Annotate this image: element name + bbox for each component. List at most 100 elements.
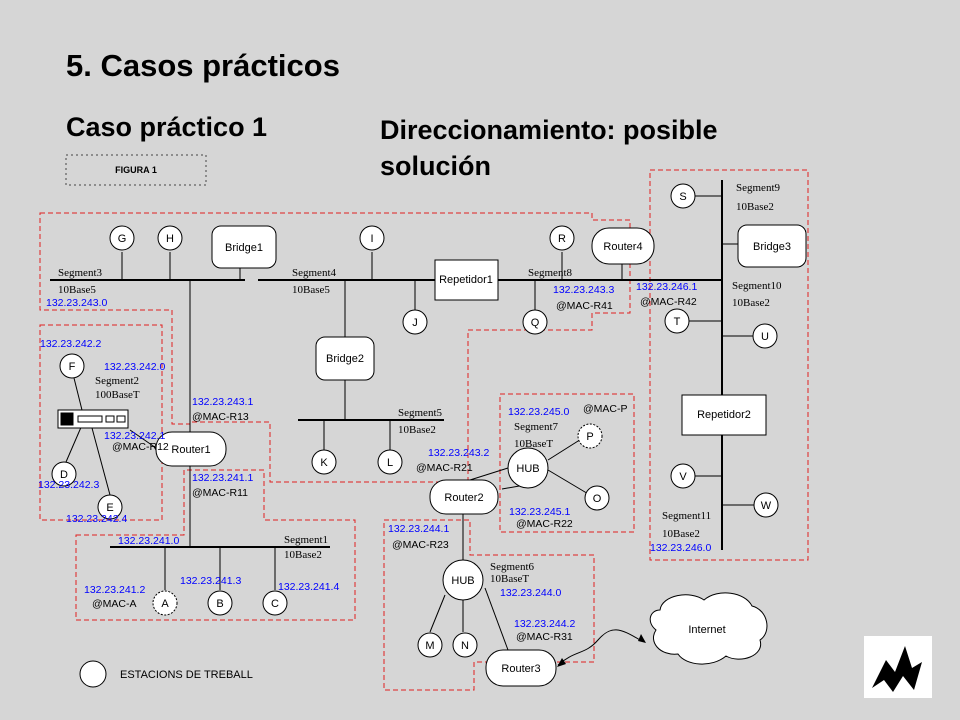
- node-a: A: [152, 590, 178, 616]
- svg-text:Q: Q: [531, 317, 540, 329]
- legend-text: ESTACIONS DE TREBALL: [120, 669, 253, 681]
- mac-r22: @MAC-R22: [516, 518, 573, 530]
- mac-r21: @MAC-R21: [416, 462, 473, 474]
- segment2-switch: [57, 409, 129, 429]
- internet-label: Internet: [688, 624, 725, 636]
- bridge1-label: Bridge1: [225, 242, 263, 254]
- mac-a: @MAC-A: [92, 598, 137, 610]
- segment2-type: 100BaseT: [95, 389, 140, 401]
- node-e: E: [97, 494, 123, 520]
- ip-router1-242-1: 132.23.242.1: [104, 430, 165, 442]
- node-g: G: [109, 225, 135, 251]
- hub-segment6: HUB: [442, 559, 484, 601]
- node-p: P: [577, 423, 603, 449]
- ip-router1-243-1: 132.23.243.1: [192, 396, 253, 408]
- segment10-type: 10Base2: [732, 297, 770, 309]
- figure-label: FIGURA 1: [115, 165, 157, 175]
- router3-label: Router3: [501, 663, 540, 675]
- segment9-label: Segment9: [736, 182, 780, 194]
- segment9-type: 10Base2: [736, 201, 774, 213]
- router4-label: Router4: [603, 241, 642, 253]
- case-title: Caso práctico 1: [66, 112, 268, 142]
- svg-text:F: F: [69, 361, 76, 373]
- node-m: M: [417, 632, 443, 658]
- svg-text:H: H: [166, 233, 174, 245]
- svg-text:C: C: [271, 598, 279, 610]
- bridge3-label: Bridge3: [753, 241, 791, 253]
- zone-241: [75, 469, 356, 621]
- node-b: B: [207, 590, 233, 616]
- node-l: L: [377, 449, 403, 475]
- zone-246: [649, 169, 809, 561]
- ip-242-3: 132.23.242.3: [38, 479, 99, 491]
- segment6-type: 10BaseT: [490, 573, 529, 585]
- mac-r31: @MAC-R31: [516, 631, 573, 643]
- svg-text:W: W: [761, 500, 772, 512]
- ip-241-3: 132.23.241.3: [180, 575, 241, 587]
- segment-labels: Segment3 10Base5 Segment4 10Base5 Segmen…: [58, 182, 782, 585]
- segment10-label: Segment10: [732, 280, 782, 292]
- mac-addresses: @MAC-R13 @MAC-R12 @MAC-R11 @MAC-A @MAC-R…: [92, 296, 697, 643]
- ip-241-2: 132.23.241.2: [84, 584, 145, 596]
- segment11-label: Segment11: [662, 510, 711, 522]
- router2-label: Router2: [444, 492, 483, 504]
- segment5-type: 10Base2: [398, 424, 436, 436]
- repetidor2-label: Repetidor2: [697, 409, 751, 421]
- ip-net-243-0: 132.23.243.0: [46, 297, 107, 309]
- hub-segment6-label: HUB: [451, 575, 474, 587]
- svg-text:L: L: [387, 457, 393, 469]
- repetidor1: Repetidor1: [434, 259, 499, 301]
- hub-segment7: HUB: [507, 447, 549, 489]
- svg-text:I: I: [370, 233, 373, 245]
- segment8-label: Segment8: [528, 267, 572, 279]
- node-r: R: [549, 225, 575, 251]
- slide-title: 5. Casos prácticos: [66, 48, 340, 83]
- mac-r11: @MAC-R11: [192, 487, 248, 499]
- ip-router3-244-2: 132.23.244.2: [514, 618, 575, 630]
- segment5-label: Segment5: [398, 407, 442, 419]
- svg-text:V: V: [679, 471, 687, 483]
- repetidor2: Repetidor2: [681, 394, 767, 436]
- svg-text:M: M: [425, 640, 434, 652]
- mac-r41: @MAC-R41: [556, 300, 613, 312]
- mac-r13: @MAC-R13: [192, 411, 249, 423]
- zone-244: [383, 519, 595, 691]
- node-j: J: [402, 309, 428, 335]
- segment7-type: 10BaseT: [514, 438, 553, 450]
- segment3-type: 10Base5: [58, 284, 96, 296]
- ip-router2-244-1: 132.23.244.1: [388, 523, 449, 535]
- ip-net-246-0: 132.23.246.0: [650, 542, 711, 554]
- node-f: F: [59, 353, 85, 379]
- router2: Router2: [429, 479, 499, 515]
- ip-242-2: 132.23.242.2: [40, 338, 101, 350]
- svg-text:R: R: [558, 233, 566, 245]
- node-q: Q: [522, 309, 548, 335]
- segment3-label: Segment3: [58, 267, 102, 279]
- bridge3: Bridge3: [737, 224, 807, 268]
- router1: Router1: [155, 431, 227, 467]
- mac-r23: @MAC-R23: [392, 539, 449, 551]
- addressing-title-line2: solución: [380, 151, 492, 181]
- legend: ESTACIONS DE TREBALL: [79, 660, 253, 688]
- segment4-label: Segment4: [292, 267, 336, 279]
- node-u: U: [752, 323, 778, 349]
- logo: [864, 636, 932, 698]
- addressing-title: Direccionamiento: posible solución: [380, 112, 718, 184]
- segment6-label: Segment6: [490, 561, 534, 573]
- node-w: W: [753, 492, 779, 518]
- mac-r42: @MAC-R42: [640, 296, 697, 308]
- ip-net-245-0: 132.23.245.0: [508, 406, 569, 418]
- svg-text:D: D: [60, 469, 68, 481]
- addressing-title-line1: Direccionamiento: posible: [380, 115, 718, 145]
- internet-link-arrow-right: [638, 634, 646, 643]
- node-k: K: [311, 449, 337, 475]
- svg-text:O: O: [593, 493, 602, 505]
- ip-addresses: 132.23.243.0 132.23.242.2 132.23.242.0 1…: [38, 281, 711, 630]
- bridge2: Bridge2: [315, 336, 375, 381]
- links: [65, 195, 766, 651]
- ip-242-4: 132.23.242.4: [66, 513, 127, 525]
- segment4-type: 10Base5: [292, 284, 330, 296]
- node-o: O: [584, 485, 610, 511]
- svg-text:P: P: [586, 431, 593, 443]
